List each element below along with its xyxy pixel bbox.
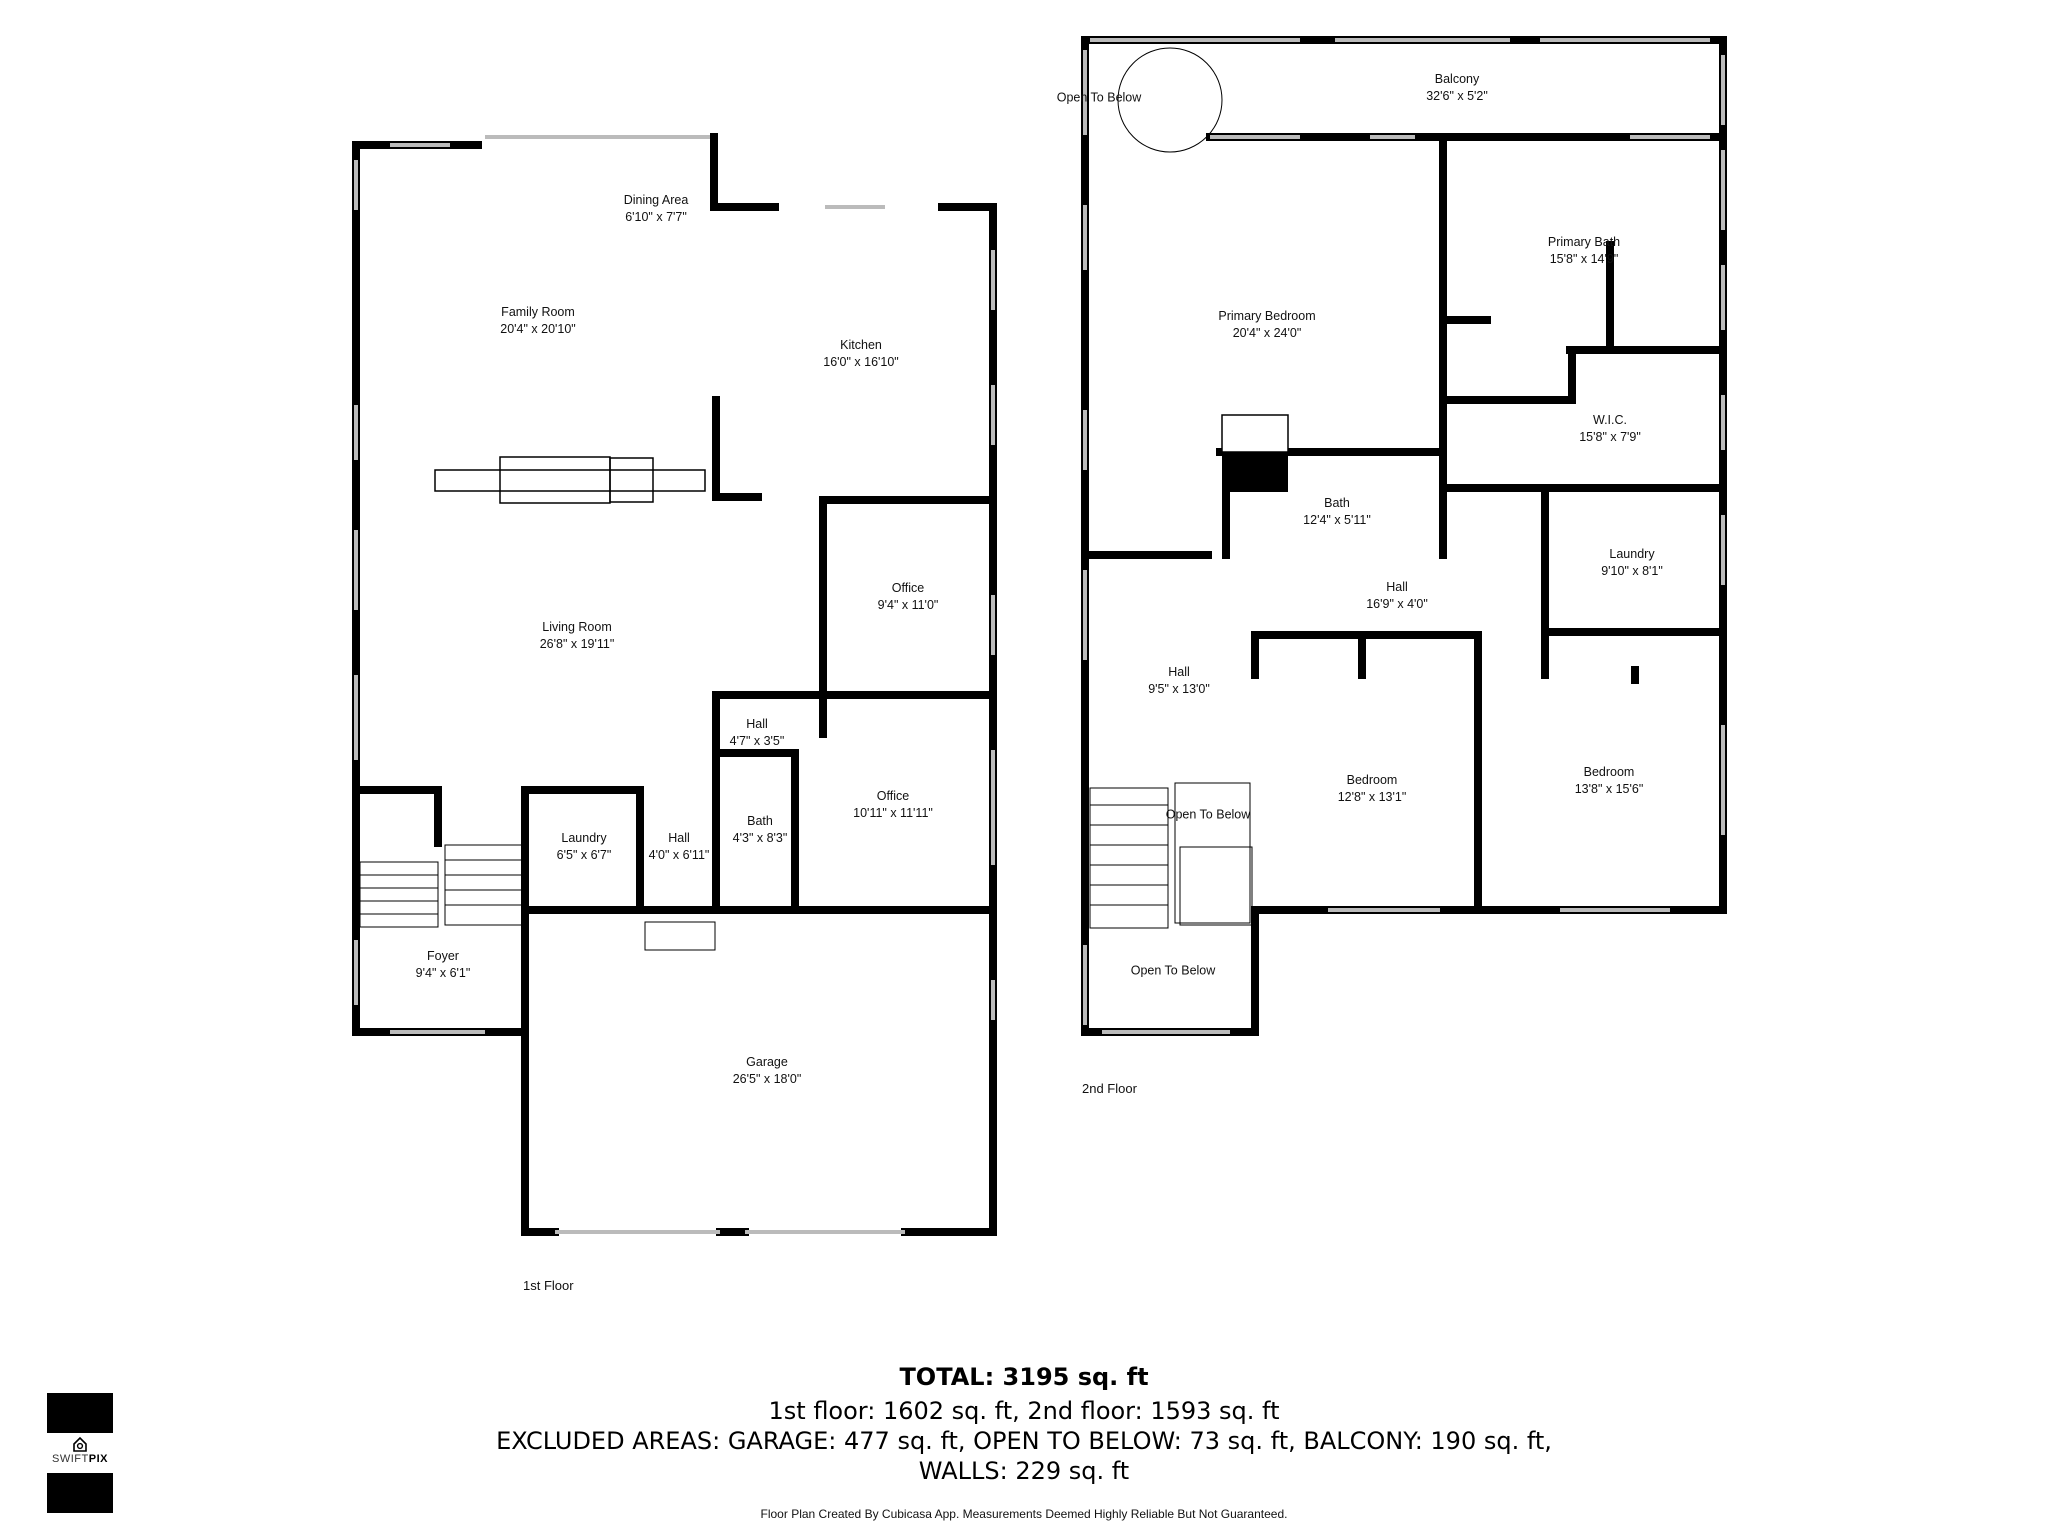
disclaimer: Floor Plan Created By Cubicasa App. Meas…	[760, 1507, 1288, 1521]
room-living-room: Living Room 26'8" x 19'11"	[540, 619, 615, 653]
room-kitchen: Kitchen 16'0" x 16'10"	[823, 337, 899, 371]
room-dimensions: 15'8" x 14'9"	[1549, 252, 1619, 266]
fireplace-shape	[1222, 452, 1288, 492]
room-name: Open To Below	[1056, 90, 1142, 105]
logo-wordmark: SWIFTPIX	[47, 1453, 113, 1465]
room-dining-area: Dining Area 6'10" x 7'7"	[624, 192, 689, 226]
room-dimensions: 12'4" x 5'11"	[1303, 513, 1371, 527]
room-bedroom-1: Bedroom 12'8" x 13'1"	[1338, 772, 1407, 806]
room-dimensions: 32'6" x 5'2"	[1426, 89, 1488, 103]
walls-first-floor	[352, 133, 997, 1236]
room-bath-1: Bath 4'3" x 8'3"	[733, 813, 788, 847]
room-dimensions: 9'4" x 11'0"	[877, 598, 939, 612]
room-name: Laundry	[1609, 547, 1655, 561]
logo-wordmark-part2: PIX	[88, 1453, 108, 1465]
room-dimensions: 6'5" x 6'7"	[556, 848, 612, 862]
room-open-to-below-mid: Open To Below	[1166, 807, 1251, 824]
room-dimensions: 16'0" x 16'10"	[823, 355, 899, 369]
room-name: Family Room	[501, 305, 575, 319]
room-name: W.I.C.	[1592, 413, 1628, 427]
stairs-1st-floor	[359, 844, 716, 951]
room-dimensions: 26'8" x 19'11"	[539, 637, 615, 651]
floor-areas: 1st floor: 1602 sq. ft, 2nd floor: 1593 …	[768, 1397, 1280, 1425]
excluded-areas: EXCLUDED AREAS: GARAGE: 477 sq. ft, OPEN…	[496, 1427, 1552, 1455]
room-family-room: Family Room 20'4" x 20'10"	[500, 304, 576, 338]
room-dimensions: 13'8" x 15'6"	[1574, 782, 1644, 796]
room-name: Garage	[746, 1055, 788, 1069]
room-name: Office	[876, 789, 910, 803]
room-balcony: Balcony 32'6" x 5'2"	[1426, 71, 1488, 105]
room-dimensions: 4'0" x 6'11"	[648, 848, 710, 862]
room-name: Living Room	[542, 620, 612, 634]
room-name: Hall	[1168, 665, 1190, 679]
room-office-1: Office 9'4" x 11'0"	[878, 580, 939, 614]
room-dimensions: 9'5" x 13'0"	[1148, 682, 1210, 696]
room-name: Hall	[746, 717, 768, 731]
room-laundry-2: Laundry 9'10" x 8'1"	[1601, 546, 1663, 580]
room-dimensions: 4'3" x 8'3"	[732, 831, 788, 845]
room-name: Dining Area	[623, 193, 689, 207]
room-primary-bath: Primary Bath 15'8" x 14'9"	[1548, 234, 1620, 268]
room-name: Open To Below	[1165, 807, 1251, 822]
room-dimensions: 10'11" x 11'11"	[853, 806, 933, 820]
room-hall-small: Hall 4'7" x 3'5"	[730, 716, 785, 750]
room-dimensions: 12'8" x 13'1"	[1337, 790, 1407, 804]
room-name: Primary Bath	[1547, 235, 1621, 249]
room-dimensions: 20'4" x 24'0"	[1232, 326, 1302, 340]
room-name: Hall	[668, 831, 690, 845]
walls-area: WALLS: 229 sq. ft	[918, 1457, 1130, 1485]
room-hall-2: Hall 16'9" x 4'0"	[1366, 579, 1428, 613]
room-dimensions: 20'4" x 20'10"	[500, 322, 576, 336]
windows	[354, 38, 1725, 1234]
house-icon	[73, 1436, 87, 1452]
room-name: Bath	[1324, 496, 1350, 510]
stairs-2nd-floor	[1089, 47, 1253, 929]
room-hall-3: Hall 9'5" x 13'0"	[1148, 664, 1210, 698]
room-dimensions: 4'7" x 3'5"	[729, 734, 785, 748]
room-open-to-below-bottom: Open To Below	[1131, 963, 1216, 980]
room-hall-1: Hall 4'0" x 6'11"	[649, 830, 710, 864]
room-dimensions: 15'8" x 7'9"	[1579, 430, 1641, 444]
room-office-2: Office 10'11" x 11'11"	[853, 788, 933, 822]
room-garage: Garage 26'5" x 18'0"	[733, 1054, 802, 1088]
room-name: Hall	[1386, 580, 1408, 594]
room-name: Open To Below	[1130, 963, 1216, 978]
room-open-to-below-top: Open To Below	[1057, 90, 1142, 107]
chimney-hatch	[1221, 414, 1289, 453]
room-name: Bedroom	[1346, 773, 1398, 787]
room-foyer: Foyer 9'4" x 6'1"	[416, 948, 471, 982]
room-dimensions: 16'9" x 4'0"	[1366, 597, 1428, 611]
logo-block-top	[47, 1393, 113, 1433]
room-name: Kitchen	[840, 338, 882, 352]
room-wic: W.I.C. 15'8" x 7'9"	[1579, 412, 1641, 446]
room-name: Bath	[747, 814, 773, 828]
room-bath-2: Bath 12'4" x 5'11"	[1303, 495, 1371, 529]
room-bedroom-2: Bedroom 13'8" x 15'6"	[1575, 764, 1644, 798]
room-name: Primary Bedroom	[1218, 309, 1316, 323]
fireplace-1st-floor	[434, 456, 706, 504]
logo-wordmark-part1: SWIFT	[52, 1453, 89, 1465]
room-name: Foyer	[427, 949, 459, 963]
room-dimensions: 6'10" x 7'7"	[625, 210, 687, 224]
room-primary-bedroom: Primary Bedroom 20'4" x 24'0"	[1218, 308, 1315, 342]
floor-label-second: 2nd Floor	[1082, 1081, 1137, 1096]
room-name: Bedroom	[1583, 765, 1635, 779]
room-name: Balcony	[1434, 72, 1480, 86]
room-name: Office	[891, 581, 925, 595]
room-name: Laundry	[561, 831, 607, 845]
logo-block-bottom	[47, 1473, 113, 1513]
room-dimensions: 9'4" x 6'1"	[415, 966, 471, 980]
room-dimensions: 26'5" x 18'0"	[732, 1072, 802, 1086]
floor-label-first: 1st Floor	[523, 1278, 574, 1293]
walls-second-floor	[1081, 36, 1727, 1036]
total-area: TOTAL: 3195 sq. ft	[899, 1363, 1149, 1391]
room-laundry-1: Laundry 6'5" x 6'7"	[557, 830, 612, 864]
room-dimensions: 9'10" x 8'1"	[1601, 564, 1663, 578]
